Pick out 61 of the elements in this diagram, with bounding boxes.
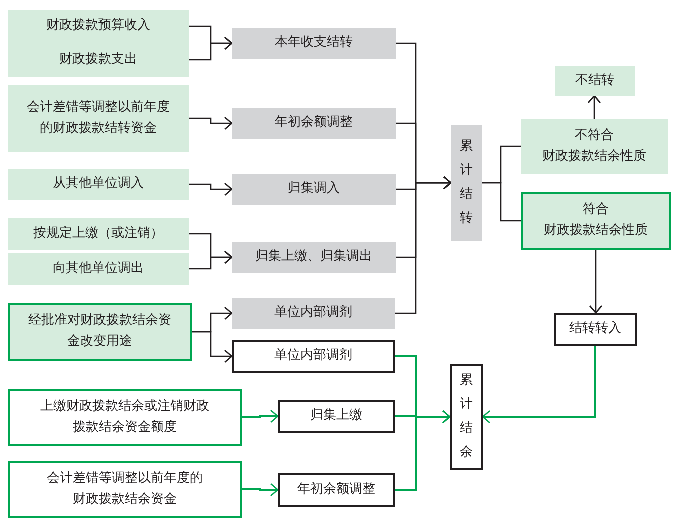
arrow [588,95,602,119]
connector-line [482,182,521,222]
process-box [278,473,395,507]
node-text: 财政拨款支出 [60,50,138,69]
arrow [189,250,233,270]
node-text: 财政拨款结余性质 [544,222,648,240]
process-box [232,28,396,59]
total-box [450,364,483,470]
condition-box [521,192,671,250]
node-text: 年初余额调整 [275,114,353,132]
node-text: 上缴财政拨款结余或注销财政拨款结余资金额度 [40,398,210,436]
process-box [232,340,395,373]
node-text: 归集上缴、归集调出 [256,248,372,266]
node-text: 归集调入 [288,180,340,198]
arrow [189,182,233,196]
process-box [232,174,396,205]
source-box [8,389,242,446]
node-text: 年初余额调整 [298,480,376,499]
node-text: 按规定上缴（或注销） [34,224,164,243]
process-box [232,298,395,329]
node-text: 本年收支结转 [275,34,353,52]
node-text: 不结转 [576,72,614,90]
arrow [395,176,452,314]
source-box [8,253,189,285]
node-text: 归集上缴 [310,407,362,426]
node-text: 累计结转 [460,138,473,228]
arrow [189,116,233,130]
arrow [482,346,596,424]
arrow [242,483,279,497]
process-box [232,242,396,273]
source-box [8,303,192,361]
condition-box [521,119,668,174]
node-text: 符合 [583,201,609,220]
source-box [8,85,189,152]
node-text: 财政拨款结余性质 [542,148,646,166]
arrow [189,36,233,61]
source-box [8,218,189,250]
node-text: 财政拨款预算收入 [46,17,150,36]
arrow [242,410,279,424]
result-box [555,66,635,96]
arrow [395,410,451,491]
node-text: 单位内部调剂 [274,347,352,366]
total-box [451,125,482,241]
node-text: 从其他单位调入 [53,175,144,194]
node-text: 结转转入 [570,320,622,338]
node-text: 累计结余 [460,372,473,462]
node-text: 不符合 [575,126,614,145]
node-text: 经批准对财政拨款结余资金改变用途 [28,312,172,351]
node-text: 会计差错等调整以前年度的财政拨款结转资金 [26,98,171,138]
node-text: 会计差错等调整以前年度的财政拨款结余资金 [46,470,204,508]
process-box [232,108,396,139]
process-box [278,400,395,433]
node-text: 向其他单位调出 [53,260,144,278]
process-box [554,313,637,346]
source-box [8,461,242,518]
source-box [8,10,189,43]
arrow [192,331,233,364]
source-box [8,169,189,200]
arrow [589,250,603,314]
node-text: 单位内部调剂 [274,304,352,322]
source-box [8,43,189,77]
